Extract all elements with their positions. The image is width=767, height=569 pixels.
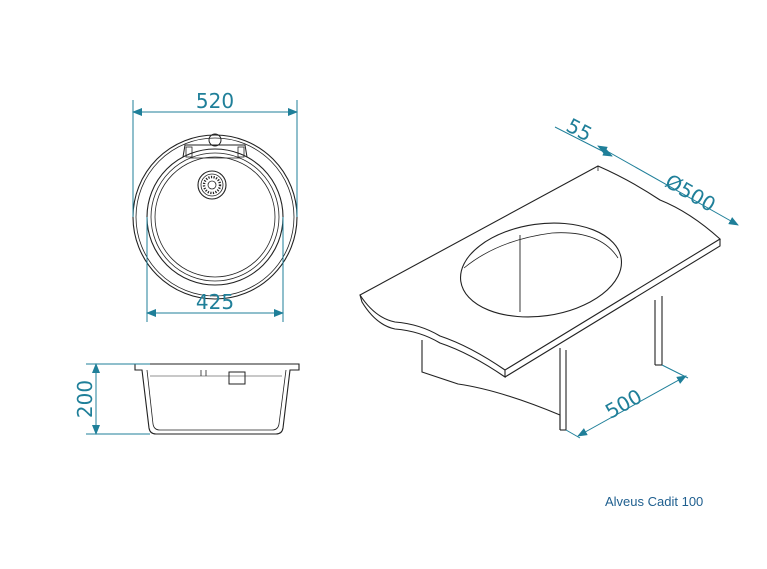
perspective-view — [359, 165, 721, 431]
top-width-dimension — [132, 100, 298, 217]
cutout-diameter-label: Ø500 — [661, 169, 720, 217]
cabinet-width-dimension — [565, 364, 689, 439]
bowl-width-dimension — [146, 217, 284, 322]
top-view — [132, 133, 298, 300]
top-width-label: 520 — [196, 89, 234, 113]
depth-dimension — [86, 363, 150, 435]
cabinet-width-label: 500 — [601, 384, 646, 424]
drain-icon — [197, 170, 227, 200]
depth-label: 200 — [73, 380, 97, 418]
cutout-margin-label: 55 — [562, 113, 596, 146]
product-caption: Alveus Cadit 100 — [605, 494, 704, 509]
bowl-width-label: 425 — [196, 290, 234, 314]
side-view — [134, 363, 300, 435]
cutout-diameter-dimension — [597, 145, 739, 226]
